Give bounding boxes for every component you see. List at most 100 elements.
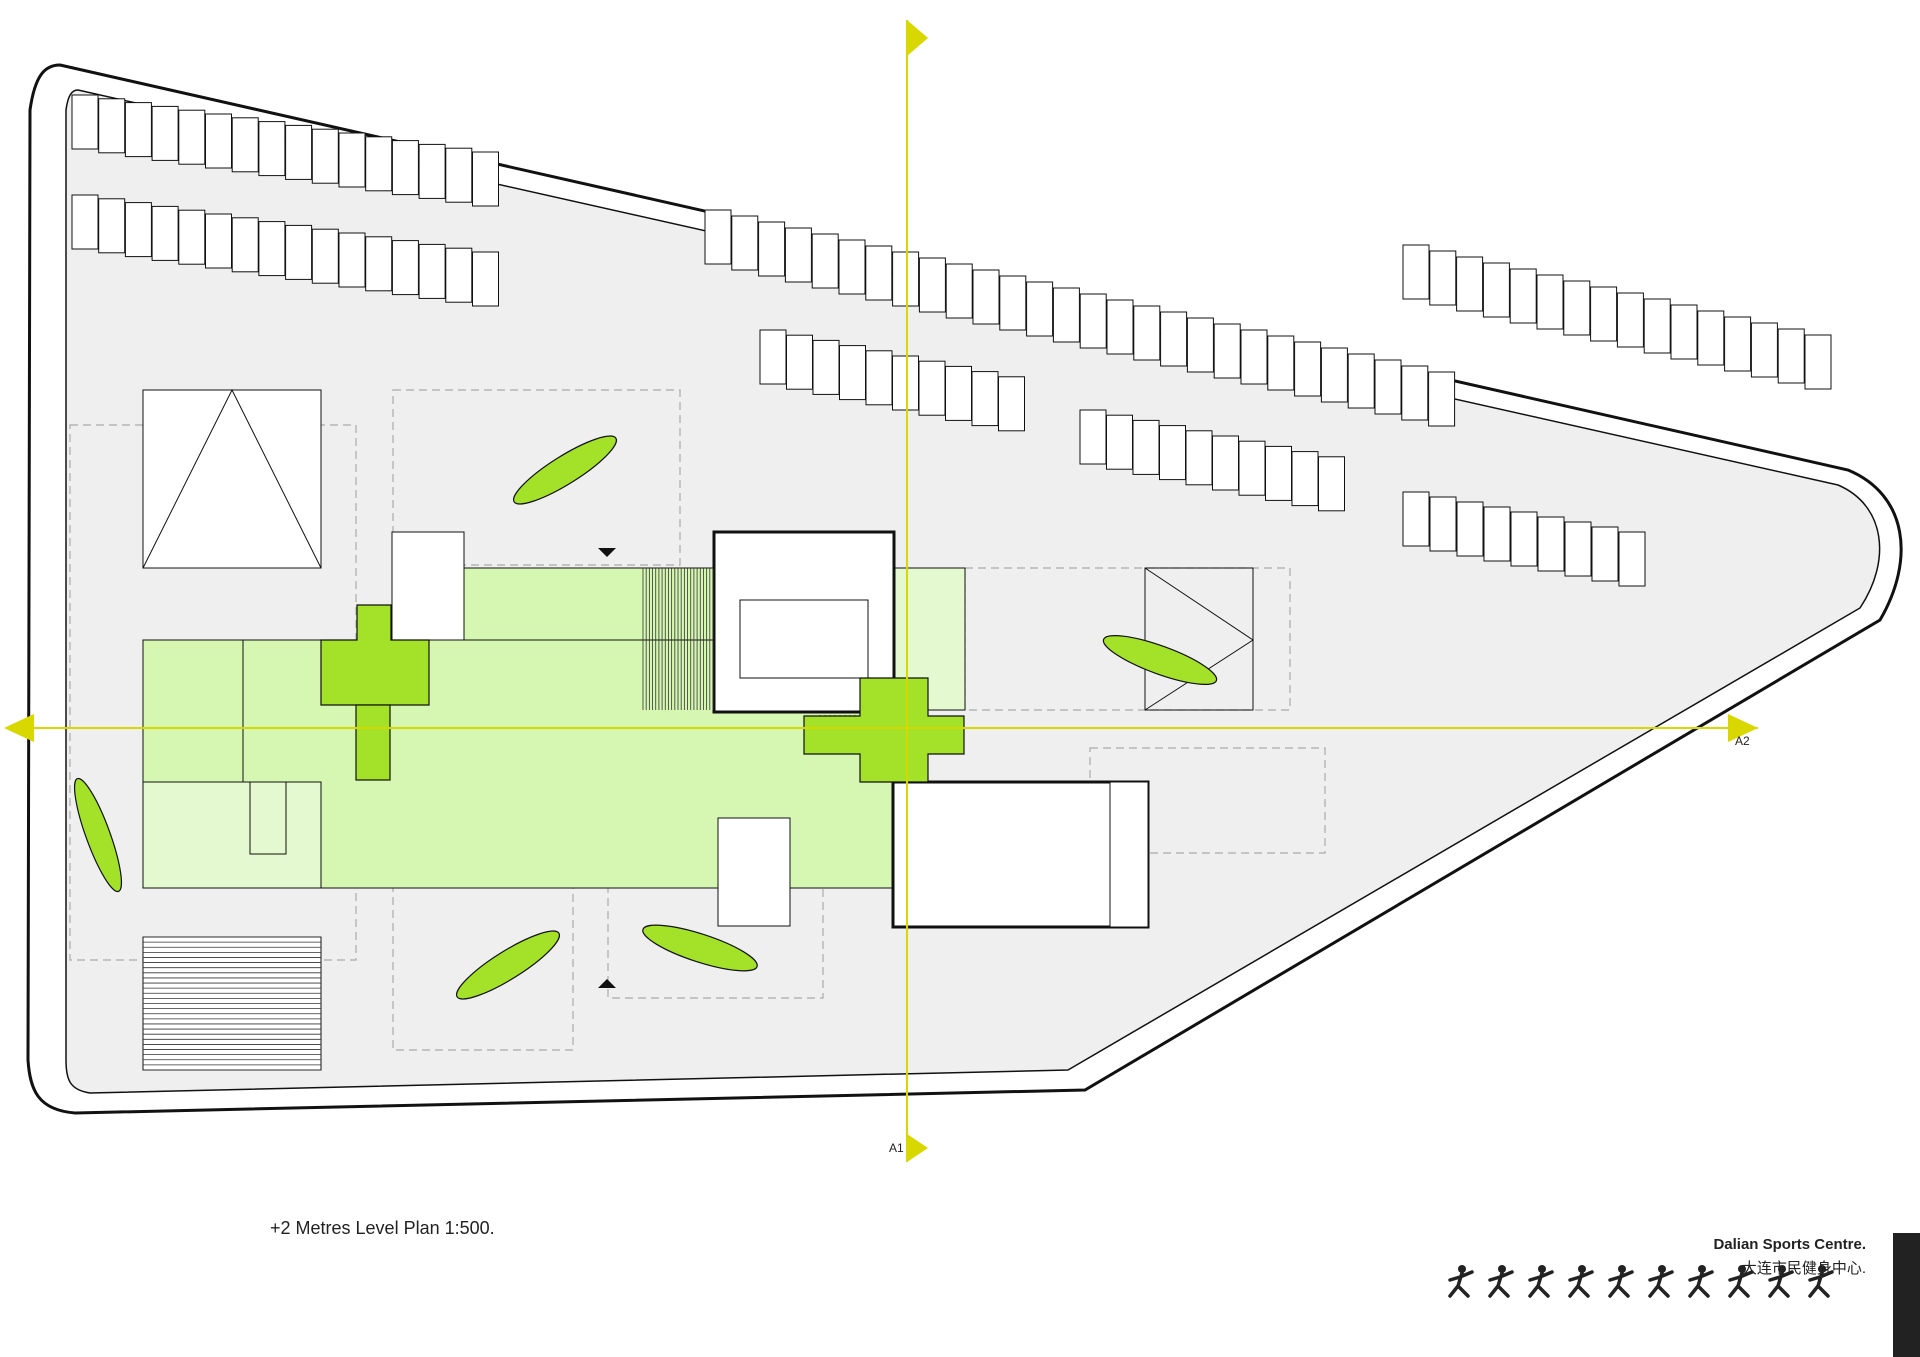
parking-space [1240,329,1268,385]
parking-space [839,345,866,401]
parking-space [1804,334,1832,390]
parking-space [71,194,99,250]
parking-space [205,113,232,169]
parking-space [1537,516,1565,572]
buildings [142,388,1254,1071]
parking-space [1291,451,1319,507]
parking-space [784,227,812,283]
parking-space [865,350,893,406]
parking-space [945,365,972,421]
gymnastics-icon [1648,1265,1674,1298]
basketball-icon [1568,1265,1594,1298]
swimming-icon [1608,1265,1634,1298]
parking-space [98,198,126,254]
parking-space [786,334,813,390]
parking-space [704,209,732,265]
sport-icon-row [1448,1265,1834,1298]
parking-space [205,213,232,269]
parking-space [1591,526,1619,582]
weightlifting-icon [1768,1265,1794,1298]
section-arrow-a2-right [1728,714,1758,742]
parking-space [285,224,313,280]
parking-space [1402,491,1430,547]
parking-space [1159,425,1186,481]
parking-space [1483,506,1511,562]
parking-space [918,257,946,313]
parking-space [1590,286,1618,342]
parking-space [1697,310,1725,366]
parking-space [418,243,446,299]
parking-space [1133,305,1161,361]
parking-space [1185,430,1213,486]
parking-space [178,209,206,265]
parking-space [1347,353,1375,409]
parking-space [1238,440,1266,496]
circulation-cores [320,604,965,783]
parking-space [1320,347,1348,403]
parking-space [1429,496,1457,552]
parking-space [1079,293,1107,349]
parking-space [311,128,339,184]
parking-space [285,124,313,180]
parking-space [1509,268,1537,324]
parking-space [1563,280,1591,336]
dance-icon [1808,1265,1834,1298]
ramps [73,435,1218,1000]
parking-space [231,217,259,273]
parking-space [972,269,1000,325]
parking-space [1482,262,1510,318]
parking-space [1401,365,1429,421]
running-icon [1488,1265,1514,1298]
parking-space [311,228,339,284]
parking-space [1079,409,1107,465]
parking-space [1052,287,1080,343]
parking-space [418,143,446,199]
badminton-icon [1448,1265,1474,1298]
parking-space [151,105,179,161]
parking-space [1374,359,1402,415]
stair-hatches [143,568,881,1071]
parking-space [445,147,473,203]
parking-space [1265,445,1292,501]
parking-space [999,275,1027,331]
parking-space [338,132,366,188]
parking-space [1318,456,1345,512]
parking-space [1429,250,1457,306]
section-label-a1: A1 [889,1141,904,1155]
project-title: Dalian Sports Centre. [1713,1236,1866,1253]
parking-space [759,329,787,385]
parking-space [338,232,366,288]
parking-rows [71,94,1832,587]
parking-space [1616,292,1644,348]
parking-space [1724,316,1752,372]
parking-space [391,240,419,296]
parking-space [472,151,499,207]
parking-space [445,247,473,303]
volleyball-icon [1688,1265,1714,1298]
parking-space [1456,501,1484,557]
parking-space [391,140,419,196]
wrestling-icon [1728,1265,1754,1298]
parking-space [98,98,126,154]
parking-space [945,263,973,319]
parking-space [1777,328,1805,384]
parking-space [812,339,840,395]
parking-space [1643,298,1671,354]
parking-space [1026,281,1054,337]
section-label-a2: A2 [1735,734,1750,748]
parking-space [1510,511,1538,567]
section-arrow-a2-left [4,714,34,742]
parking-space [838,239,866,295]
parking-space [998,376,1025,432]
parking-space [1267,335,1295,391]
parking-space [231,117,259,173]
entrance-marker [598,979,616,988]
parking-space [731,215,759,271]
project-subtitle: 大连市民健身中心. [1741,1260,1866,1277]
parking-space [1456,256,1484,312]
parking-space [811,233,839,289]
parking-space [1160,311,1188,367]
parking-space [124,102,152,158]
parking-space [918,360,946,416]
